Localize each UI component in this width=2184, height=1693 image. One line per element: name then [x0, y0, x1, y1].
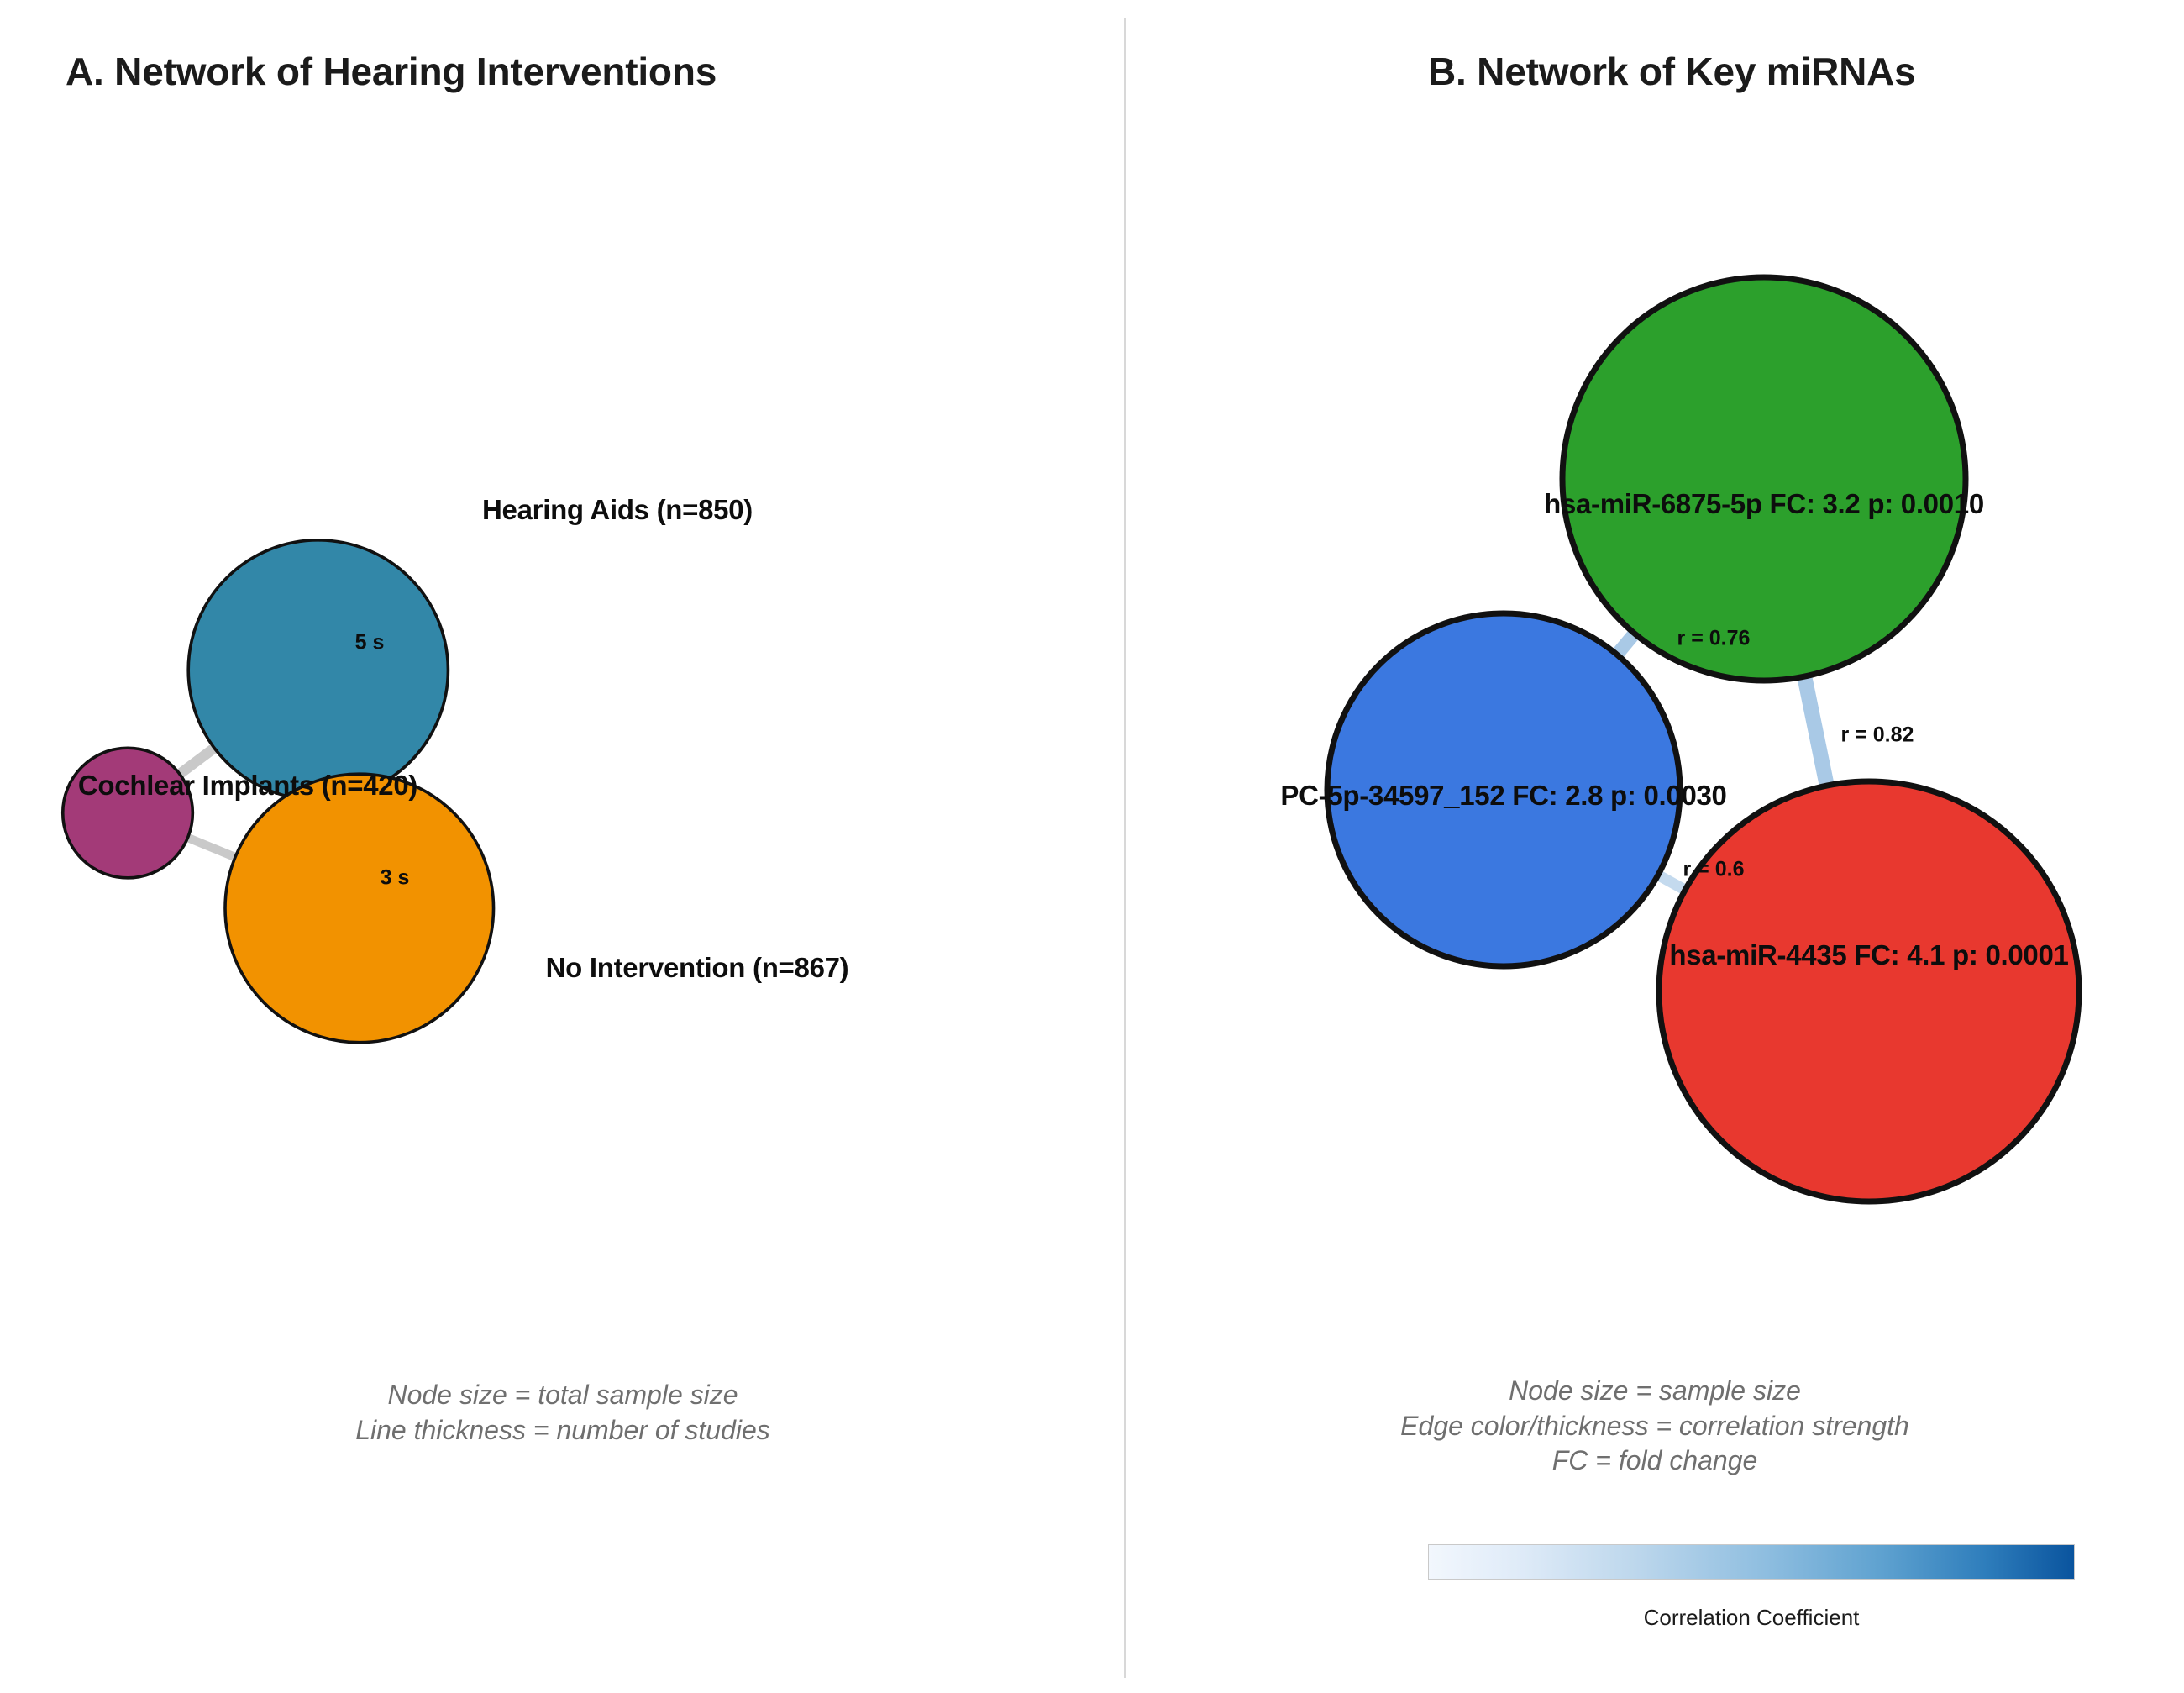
node-label-no-intervention: No Intervention (n=867)	[545, 952, 849, 983]
panel-b-title: B. Network of Key miRNAs	[1428, 50, 1916, 93]
correlation-colorbar	[1428, 1544, 2075, 1580]
panel-a-caption-line-2: Line thickness = number of studies	[355, 1414, 770, 1445]
panel-b-caption-line-1: Node size = sample size	[1509, 1375, 1801, 1406]
panel-a-network	[60, 539, 496, 1044]
panel-a: A. Network of Hearing Interventions 5 s …	[0, 50, 1126, 1448]
node-label-pc-5p-34597-152: PC-5p-34597_152 FC: 2.8 p: 0.0030	[1280, 780, 1727, 811]
edge-label-r-082: r = 0.82	[1840, 723, 1914, 747]
node-hsa-mir-4435[interactable]	[1656, 778, 2082, 1205]
panel-b-caption-line-3: FC = fold change	[1551, 1445, 1758, 1476]
panel-b-caption: Node size = sample size Edge color/thick…	[1126, 1374, 2184, 1479]
node-hsa-mir-6875-5p[interactable]	[1559, 274, 1969, 684]
edge-label-3-studies: 3 s	[380, 865, 410, 890]
panel-a-caption: Node size = total sample size Line thick…	[0, 1378, 1126, 1448]
edge-label-r-076: r = 0.76	[1677, 626, 1751, 650]
node-label-cochlear-implants: Cochlear Implants (n=420)	[77, 770, 418, 801]
panel-b-caption-line-2: Edge color/thickness = correlation stren…	[1400, 1410, 1909, 1441]
panel-a-title: A. Network of Hearing Interventions	[66, 50, 717, 93]
node-pc-5p-34597-152[interactable]	[1324, 610, 1683, 970]
node-label-hsa-mir-6875-5p: hsa-miR-6875-5p FC: 3.2 p: 0.0010	[1544, 488, 1984, 519]
node-label-hsa-mir-4435: hsa-miR-4435 FC: 4.1 p: 0.0001	[1669, 939, 2069, 970]
node-cochlear-implants[interactable]	[60, 746, 195, 880]
node-no-intervention[interactable]	[223, 772, 496, 1044]
edge-label-5-studies: 5 s	[354, 630, 385, 655]
node-label-hearing-aids: Hearing Aids (n=850)	[482, 494, 753, 525]
panel-divider	[1124, 18, 1126, 1678]
colorbar-label: Correlation Coefficient	[1643, 1605, 1860, 1630]
panel-a-caption-line-1: Node size = total sample size	[387, 1380, 738, 1410]
edge-label-r-06: r = 0.6	[1683, 857, 1745, 881]
panel-b: B. Network of Key miRNAs r = 0.76 r = 0.…	[1126, 0, 2184, 1693]
